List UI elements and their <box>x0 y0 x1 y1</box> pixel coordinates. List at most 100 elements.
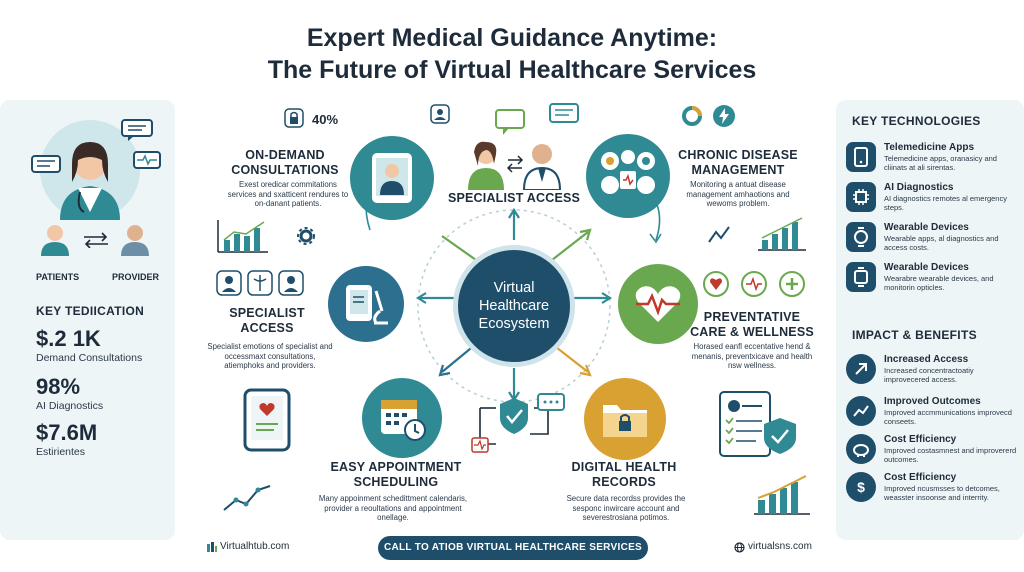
cta-button[interactable]: CALL TO ATIOB VIRTUAL HEALTHCARE SERVICE… <box>378 536 648 560</box>
user-icon <box>430 104 450 124</box>
impact-desc: Improved accmmunications improvecd conse… <box>884 408 1012 426</box>
message-icon <box>537 393 565 411</box>
records-node <box>584 378 666 460</box>
heart-monitor-icon <box>635 286 681 322</box>
records-desc: Secure data recordss provides the sespon… <box>566 494 686 522</box>
bar-chart-icon <box>754 475 810 515</box>
phone-heart-icon <box>243 388 291 452</box>
specialist-top-title: SPECIALIST ACCESS <box>447 191 581 205</box>
impact-desc: Increased concentractoatiy improvecered … <box>884 366 974 384</box>
chat-bubble-icon <box>121 119 153 141</box>
right-panel <box>836 100 1024 540</box>
impact-title: Cost Efficiency <box>884 472 957 483</box>
provider-icon <box>121 225 149 256</box>
microscope-tablet-icon <box>346 285 388 325</box>
tech-title: Wearable Devices <box>884 222 969 233</box>
tech-item: Telemedicine Apps Telemedicine apps, ora… <box>846 142 1018 176</box>
bar-chart-icon <box>758 217 806 251</box>
trend-line-icon <box>708 226 730 243</box>
globe-icon <box>734 542 745 553</box>
preventive-title: PREVENTATIVE CARE & WELLNESS <box>690 310 814 339</box>
tablet-doctor-icon <box>372 153 412 203</box>
secure-flow-icon <box>471 398 549 453</box>
specialists-illustration <box>468 141 562 190</box>
trend-chart-icon <box>223 485 271 511</box>
doctor-illustration <box>40 120 140 220</box>
impact-title: Cost Efficiency <box>884 434 957 445</box>
chronic-title: CHRONIC DISEASE MANAGEMENT <box>678 148 798 177</box>
document-shield-icon <box>719 391 796 457</box>
watch-icon <box>846 222 876 252</box>
impact-title: Improved Outcomes <box>884 396 981 407</box>
donut-chart-icon <box>682 106 702 126</box>
chat-bubble-icon <box>31 155 61 173</box>
arrow-up-icon <box>846 354 876 384</box>
chronic-node <box>586 134 670 218</box>
trend-icon <box>846 396 876 426</box>
preventive-desc: Horased eanfl eccentative hend & menanis… <box>691 342 813 370</box>
connector-lines <box>365 174 662 403</box>
stat-label: Estirientes <box>36 446 86 458</box>
on-demand-title: ON-DEMAND CONSULTATIONS <box>231 148 339 177</box>
scheduling-node <box>362 378 442 458</box>
percent-badge: 40% <box>312 112 339 127</box>
ecosystem-hub: Virtual Healthcare Ecosystem <box>453 245 575 367</box>
piggy-icon <box>846 434 876 464</box>
chat-bubble-icon <box>495 109 525 135</box>
folder-lock-icon <box>603 405 647 437</box>
tech-item: Wearable Devices Wearable apps, al diagn… <box>846 222 1018 256</box>
wellness-icons <box>703 271 805 297</box>
page-title: Expert Medical Guidance Anytime: The Fut… <box>0 22 1024 86</box>
on-demand-node <box>350 136 434 220</box>
tech-desc: Wearabre wearable devices, and monitorin… <box>884 274 994 292</box>
on-demand-desc: Exest oredicar commitations services and… <box>227 180 349 208</box>
left-website-link[interactable]: Virtualhtub.com <box>220 541 290 552</box>
tech-title: Wearable Devices <box>884 262 969 273</box>
scheduling-desc: Many appoinment schedittment calendaris,… <box>318 494 468 522</box>
tech-item: Wearable Devices Wearabre wearable devic… <box>846 262 1018 296</box>
chat-bubble-icon <box>549 103 579 123</box>
smartwatch-icon <box>846 262 876 292</box>
tech-desc: Telemedicine apps, oranasicy and cliinat… <box>884 154 997 172</box>
impact-item: Cost Efficiency Improved costasmnest and… <box>846 434 1018 468</box>
specialist-icons <box>216 270 304 296</box>
specialist-left-node <box>328 266 404 342</box>
tech-item: AI Diagnostics AI diagnostics remotes al… <box>846 182 1018 216</box>
monitoring-icons <box>601 150 655 194</box>
chronic-desc: Monitoring a antuat disease management a… <box>686 180 790 208</box>
key-stats-heading: KEY TEDIICATION <box>36 304 145 318</box>
svg-text:$: $ <box>857 479 865 495</box>
impact-item: Improved Outcomes Improved accmmunicatio… <box>846 396 1018 430</box>
impact-heading: IMPACT & BENEFITS <box>852 328 977 342</box>
patients-label: PATIENTS <box>36 272 80 282</box>
gear-icon <box>297 227 315 245</box>
stat-value: $.2 1K <box>36 326 101 351</box>
impact-desc: Improved costasmnest and improvererd out… <box>884 446 1017 464</box>
impact-title: Increased Access <box>884 354 969 365</box>
logo-icon <box>207 542 217 552</box>
tech-heading: KEY TECHNOLOGIES <box>852 114 981 128</box>
specialist-left-desc: Specialist emotions of specialist and oc… <box>207 342 333 370</box>
tech-title: AI Diagnostics <box>884 182 954 193</box>
impact-desc: Improved ncusmsses to detcomes, weasster… <box>884 484 1000 502</box>
tech-desc: Wearable apps, al diagnostics and access… <box>884 234 999 252</box>
tech-title: Telemedicine Apps <box>884 142 975 153</box>
title-line-1: Expert Medical Guidance Anytime: <box>306 24 718 52</box>
dollar-icon: $ <box>846 472 876 502</box>
stat-value: 98% <box>36 374 81 399</box>
stat-label: AI Diagnostics <box>36 400 104 412</box>
patient-icon <box>41 225 69 256</box>
impact-item: Increased Access Increased concentractoa… <box>846 354 1018 388</box>
impact-item: $ Cost Efficiency Improved ncusmsses to … <box>846 472 1018 506</box>
title-line-2: The Future of Virtual Healthcare Service… <box>267 56 757 84</box>
provider-label: PROVIDER <box>112 272 160 282</box>
heartbeat-bubble-icon <box>133 151 161 169</box>
exchange-arrows-icon <box>84 232 108 248</box>
calendar-clock-icon <box>381 400 426 441</box>
scheduling-title: EASY APPOINTMENT SCHEDULING <box>330 460 462 489</box>
records-title: DIGITAL HEALTH RECORDS <box>571 460 677 489</box>
stat-label: Demand Consultations <box>36 352 143 364</box>
right-website-link[interactable]: virtualsns.com <box>748 541 812 552</box>
bar-chart-icon <box>217 220 268 253</box>
lightning-icon <box>713 105 735 127</box>
